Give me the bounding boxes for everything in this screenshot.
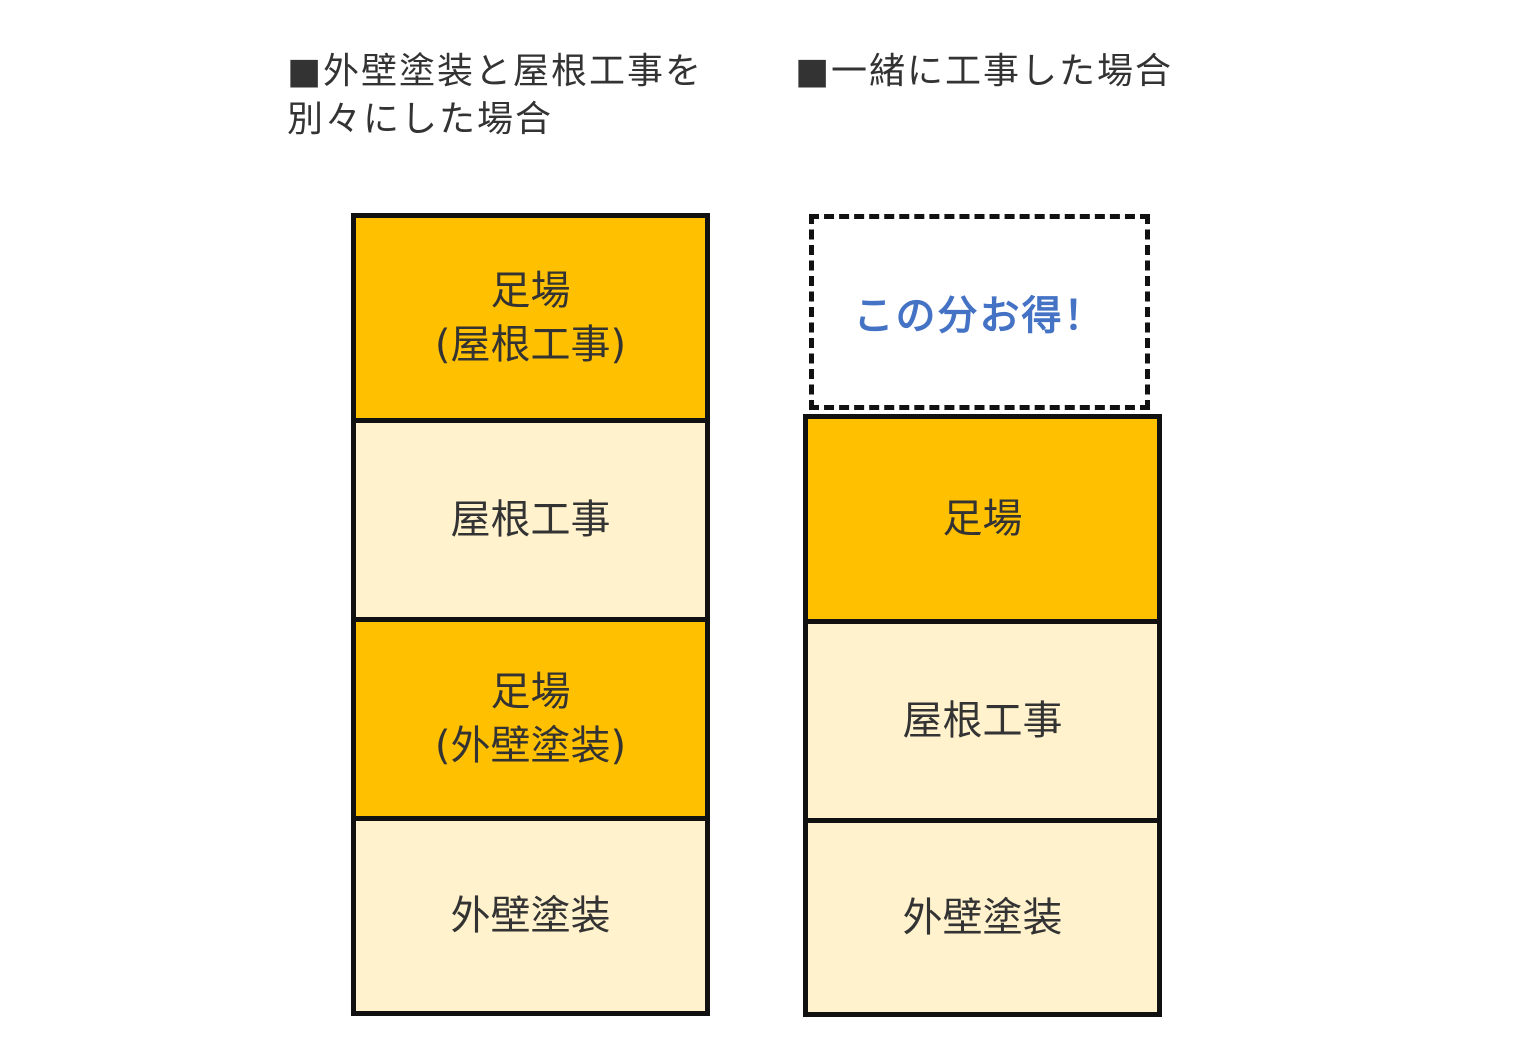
block-wall-painting: 外壁塗装	[356, 816, 705, 1011]
heading-separate-construction: ■外壁塗装と屋根工事を 別々にした場合	[287, 51, 704, 140]
block-wall-painting: 外壁塗装	[808, 818, 1157, 1012]
savings-dashed-box: この分お得！	[809, 214, 1150, 410]
block-scaffold-roof: 足場 (屋根工事)	[356, 218, 705, 418]
savings-label: この分お得！	[853, 293, 1106, 339]
heading-combined-construction: ■一緒に工事した場合	[795, 51, 1174, 92]
block-roof-work: 屋根工事	[356, 418, 705, 617]
block-scaffold-shared: 足場	[808, 419, 1157, 619]
separate-cost-stack: 足場 (屋根工事) 屋根工事 足場 (外壁塗装) 外壁塗装	[351, 213, 710, 1016]
combined-cost-stack: 足場 屋根工事 外壁塗装	[803, 414, 1162, 1017]
block-scaffold-wall: 足場 (外壁塗装)	[356, 617, 705, 816]
block-roof-work: 屋根工事	[808, 619, 1157, 818]
